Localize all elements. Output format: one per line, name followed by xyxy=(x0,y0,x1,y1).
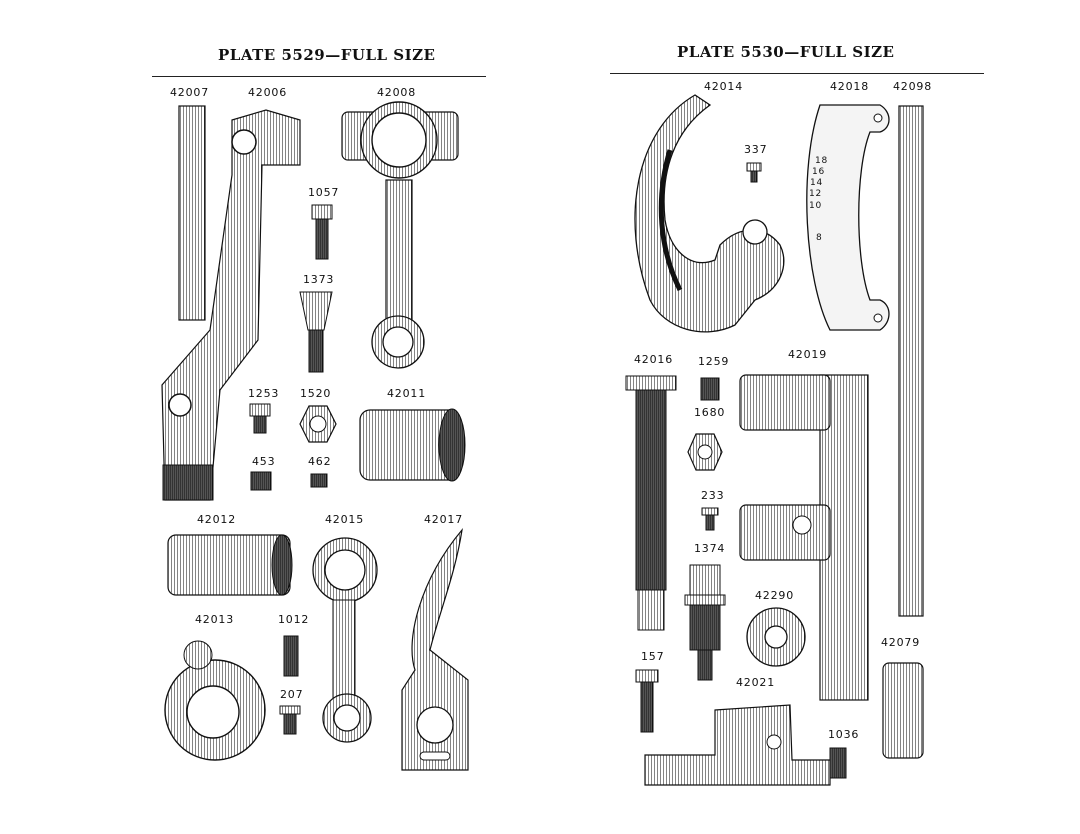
part-1057-screw xyxy=(311,204,333,220)
label-42079: 42079 xyxy=(881,636,920,649)
label-453: 453 xyxy=(252,455,276,468)
label-42015: 42015 xyxy=(325,513,364,526)
part-42014-lever xyxy=(634,94,785,333)
right-parts-illustration xyxy=(625,94,924,786)
part-42021-bracket xyxy=(644,704,831,786)
part-42098-rod xyxy=(898,105,924,617)
scale-mark-8: 8 xyxy=(816,233,823,243)
label-337: 337 xyxy=(744,143,768,156)
part-462-setscrew xyxy=(310,473,328,488)
left-plate-title: PLATE 5529—FULL SIZE xyxy=(218,46,436,64)
right-plate-title: PLATE 5530—FULL SIZE xyxy=(677,43,895,61)
label-42098: 42098 xyxy=(893,80,932,93)
label-1373: 1373 xyxy=(303,273,335,286)
part-42016-pin xyxy=(625,375,677,391)
label-42011: 42011 xyxy=(387,387,426,400)
part-1374-stud xyxy=(689,564,721,596)
label-42018: 42018 xyxy=(830,80,869,93)
label-42017: 42017 xyxy=(424,513,463,526)
part-207-screw xyxy=(279,705,301,715)
part-42007-rod xyxy=(178,105,206,321)
scale-mark-10: 10 xyxy=(809,201,823,211)
label-1057: 1057 xyxy=(308,186,340,199)
label-1680: 1680 xyxy=(694,406,726,419)
part-1253-screw xyxy=(249,403,271,417)
part-1259-setscrew xyxy=(700,377,720,401)
scale-mark-16: 16 xyxy=(812,167,826,177)
label-233: 233 xyxy=(701,489,725,502)
part-42079-sleeve xyxy=(882,662,924,759)
left-plate: PLATE 5529—FULL SIZE xyxy=(152,46,486,771)
label-42012: 42012 xyxy=(197,513,236,526)
part-42008-rod xyxy=(385,179,413,331)
label-42019: 42019 xyxy=(788,348,827,361)
left-parts-illustration xyxy=(161,101,469,771)
part-42017-plate xyxy=(401,527,469,771)
label-42014: 42014 xyxy=(704,80,743,93)
label-42021: 42021 xyxy=(736,676,775,689)
part-42018-scale xyxy=(806,104,890,331)
left-title-rule xyxy=(152,76,486,77)
label-157: 157 xyxy=(641,650,665,663)
scale-mark-12: 12 xyxy=(809,189,823,199)
scale-mark-14: 14 xyxy=(810,178,824,188)
label-1374: 1374 xyxy=(694,542,726,555)
label-42016: 42016 xyxy=(634,353,673,366)
label-42006: 42006 xyxy=(248,86,287,99)
part-157-screw xyxy=(635,669,659,683)
label-42007: 42007 xyxy=(170,86,209,99)
label-42290: 42290 xyxy=(755,589,794,602)
right-plate: PLATE 5530—FULL SIZE xyxy=(540,0,1080,834)
part-1012-screw xyxy=(283,635,299,677)
label-1036: 1036 xyxy=(828,728,860,741)
label-42013: 42013 xyxy=(195,613,234,626)
part-1036-setscrew xyxy=(829,747,847,779)
label-42008: 42008 xyxy=(377,86,416,99)
scale-mark-18: 18 xyxy=(815,156,829,166)
part-337-screw xyxy=(746,162,762,172)
label-1520: 1520 xyxy=(300,387,332,400)
part-1373-taper xyxy=(299,291,333,331)
label-462: 462 xyxy=(308,455,332,468)
label-1253: 1253 xyxy=(248,387,280,400)
right-title-rule xyxy=(610,73,984,74)
part-42006-crank xyxy=(161,109,301,501)
label-207: 207 xyxy=(280,688,304,701)
label-1259: 1259 xyxy=(698,355,730,368)
part-453-setscrew xyxy=(250,471,272,491)
label-1012: 1012 xyxy=(278,613,310,626)
part-233-screw xyxy=(701,507,719,516)
